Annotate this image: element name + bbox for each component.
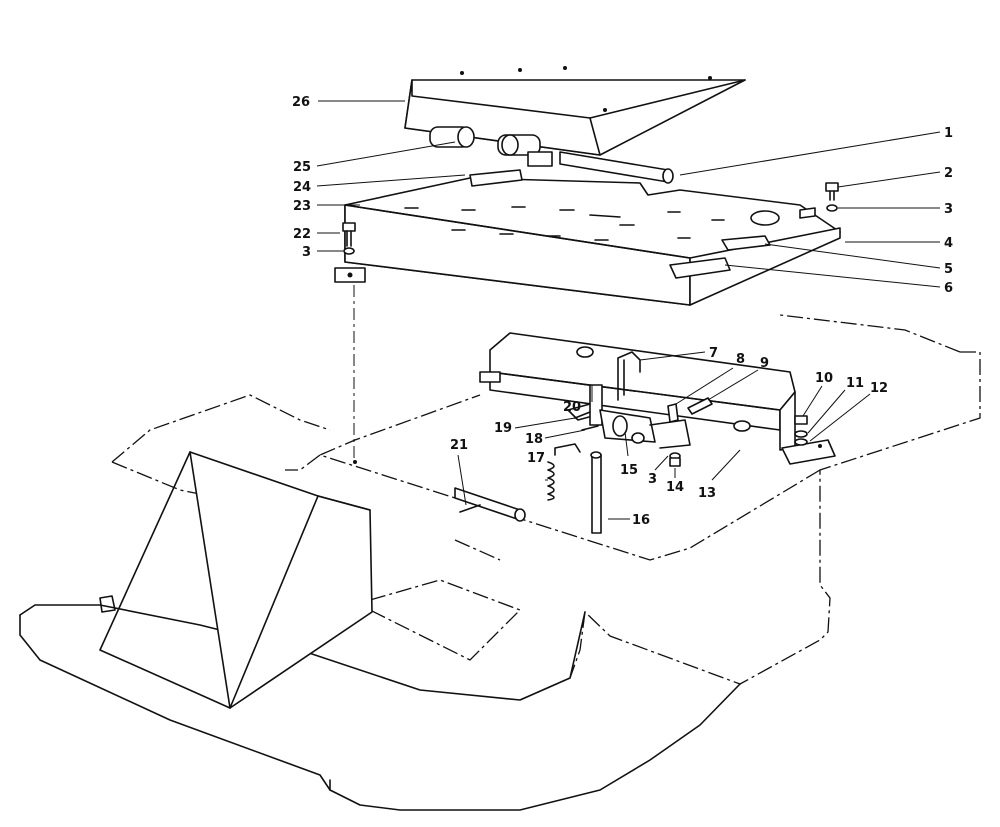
callout-26: 26 [292, 95, 310, 110]
callout-12: 12 [870, 381, 888, 396]
callout-labels: 26 25 24 23 22 3 1 2 3 4 5 6 7 8 9 10 11… [292, 95, 953, 528]
callout-22: 22 [293, 227, 311, 242]
callout-6: 6 [944, 281, 953, 296]
seat-pan [404, 66, 746, 156]
spring-and-rods [454, 443, 602, 534]
latch-assembly [574, 351, 713, 467]
lower-pan [19, 604, 741, 811]
right-bolt [825, 182, 839, 212]
callout-1: 1 [944, 126, 953, 141]
wedge-box [99, 451, 373, 709]
callout-10: 10 [815, 371, 833, 386]
callout-14: 14 [666, 480, 684, 495]
callout-15: 15 [620, 463, 638, 478]
callout-11: 11 [846, 376, 864, 391]
right-fasteners [794, 415, 808, 446]
callout-13: 13 [698, 486, 716, 501]
callout-17: 17 [527, 451, 545, 466]
leader-lines [316, 100, 941, 520]
callout-7: 7 [709, 346, 718, 361]
callout-19: 19 [494, 421, 512, 436]
callout-16: 16 [632, 513, 650, 528]
callout-3-right: 3 [944, 202, 953, 217]
callout-23: 23 [293, 199, 311, 214]
callout-20: 20 [563, 400, 581, 415]
callout-8: 8 [736, 352, 745, 367]
seat-base-plate [334, 169, 841, 306]
callout-24: 24 [293, 180, 311, 195]
callout-25: 25 [293, 160, 311, 175]
callout-21: 21 [450, 438, 468, 453]
left-bolt [342, 222, 357, 464]
callout-2: 2 [944, 166, 953, 181]
callout-5: 5 [944, 262, 953, 277]
callout-4: 4 [944, 236, 953, 251]
callout-3-left: 3 [302, 245, 311, 260]
callout-9: 9 [760, 356, 769, 371]
callout-3-center: 3 [648, 472, 657, 487]
hinge-assembly [429, 126, 674, 184]
callout-18: 18 [525, 432, 543, 447]
